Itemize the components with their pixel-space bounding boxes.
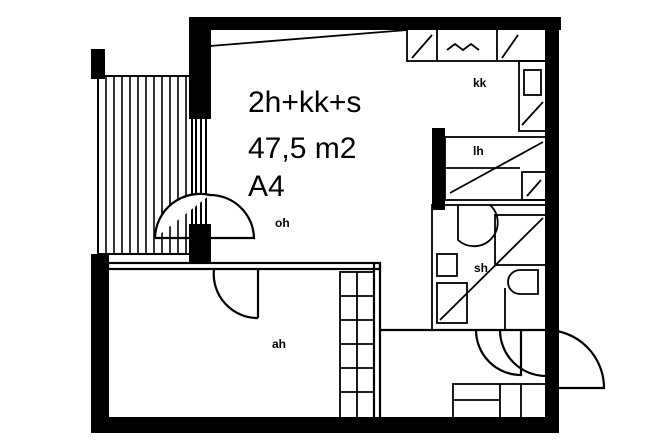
wall-top [189, 17, 561, 30]
room-label-bathroom: sh [474, 261, 488, 275]
apartment-type-label: 2h+kk+s [248, 86, 361, 119]
wardrobe [339, 271, 375, 419]
wall-bath [432, 128, 445, 210]
room-label-bedroom: ah [272, 337, 286, 351]
door-balcony-2 [209, 193, 256, 240]
balcony [97, 75, 193, 255]
wall-right [545, 17, 559, 433]
room-label-living: oh [275, 216, 290, 230]
unit-label: A4 [248, 170, 285, 203]
hall-storage [452, 383, 547, 419]
closet-lh [444, 136, 547, 201]
room-label-closet: lh [473, 144, 484, 158]
window-bedroom [96, 284, 106, 376]
door-entry-outer [545, 328, 606, 390]
wall-bottom [91, 417, 559, 433]
wall-living-bedroom [106, 261, 382, 271]
door-bathroom [474, 329, 523, 377]
kitchen-counter [209, 28, 547, 132]
door-balcony [153, 192, 211, 240]
bathroom [431, 204, 547, 331]
room-label-kitchen: kk [473, 76, 487, 90]
area-label: 47,5 m2 [248, 132, 356, 165]
balcony-post [91, 49, 105, 79]
door-entry [498, 329, 547, 378]
